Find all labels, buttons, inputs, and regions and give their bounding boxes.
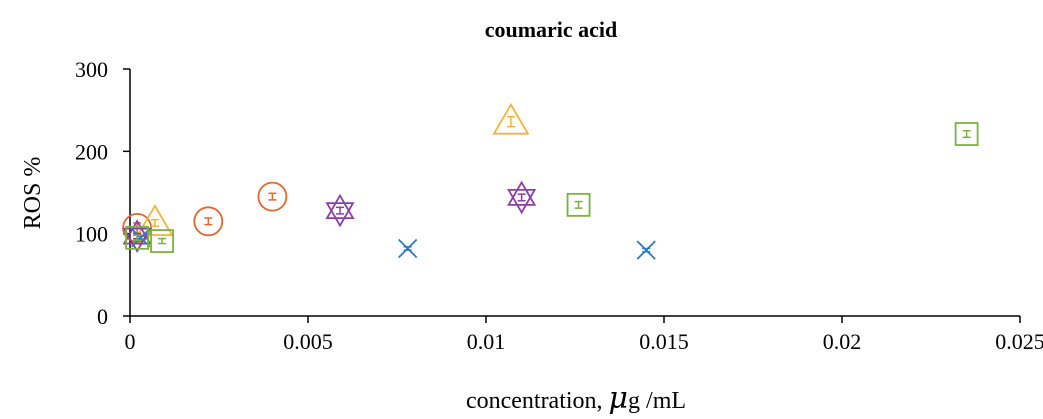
y-axis-label: ROS % [20,157,46,230]
star-marker-up [122,219,152,245]
data-point-square [125,225,150,250]
square-marker [125,225,150,250]
data-point-square [150,229,174,253]
axis-ticks: 0 0.005 0.01 0.015 0.02 0.025 0 100 200 300 [75,57,1043,354]
data-point-star6 [507,180,537,215]
y-tick-label: 100 [75,222,108,247]
data-point-triangle [136,204,174,236]
square-marker [150,229,174,253]
data-point-star6 [325,193,355,228]
data-point-x [636,240,656,260]
star-marker-up [325,193,355,220]
star-marker-down [325,202,355,228]
star-marker-up [507,180,537,206]
x-tick-label: 0.01 [467,329,506,354]
x-tick-label: 0.02 [823,329,862,354]
square-marker [954,122,979,146]
x-axis-label-prefix: concentration, [466,388,609,414]
chart-title: coumaric acid [485,17,618,42]
circle-marker [193,206,224,237]
y-tick-label: 300 [75,57,108,82]
circle-marker [257,181,288,212]
y-tick-label: 200 [75,139,108,164]
triangle-marker [136,204,174,236]
data-point-x [131,228,151,248]
y-tick-label: 0 [97,304,108,329]
square-marker [566,192,591,217]
star-marker-down [507,188,537,215]
triangle-marker [492,102,530,135]
x-axis-label-mu: μ [609,381,629,416]
x-axis-label-suffix: g /mL [628,388,686,414]
data-points [122,102,979,260]
data-point-square [566,192,591,217]
data-point-x [398,238,418,259]
data-point-square [954,122,979,146]
x-tick-label: 0.015 [639,329,689,354]
data-point-circle [257,181,288,212]
data-point-circle [193,206,224,237]
data-point-triangle [492,102,530,135]
x-tick-label: 0.025 [995,329,1043,354]
x-tick-label: 0 [125,329,136,354]
x-axis-label: concentration, μg /mL [466,381,686,416]
x-tick-label: 0.005 [283,329,333,354]
